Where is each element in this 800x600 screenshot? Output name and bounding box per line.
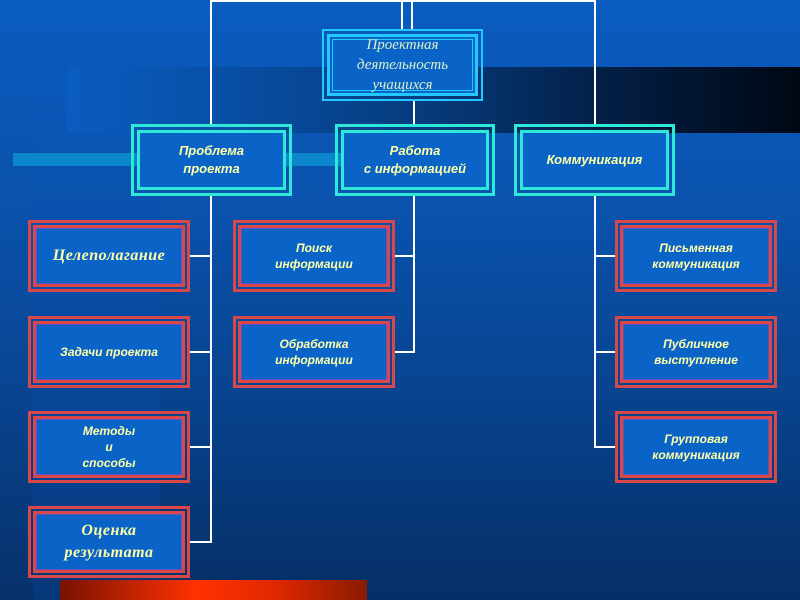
connector-b1-c4: [188, 541, 212, 543]
leaf-information-processing[interactable]: Обработка информации: [233, 316, 395, 388]
connector-root-right: [411, 0, 413, 30]
root-node[interactable]: Проектная деятельность учащихся: [322, 29, 483, 101]
branch-node-communication[interactable]: Коммуникация: [514, 124, 675, 196]
background-left-strip: [0, 0, 33, 600]
leaf-written-communication[interactable]: Письменная коммуникация: [615, 220, 777, 292]
leaf-goal-setting[interactable]: Целеполагание: [28, 220, 190, 292]
connector-top-horizontal: [210, 0, 596, 2]
connector-b3-c3: [594, 446, 618, 448]
leaf-label: Целеполагание: [52, 247, 166, 264]
branch-node-information-work[interactable]: Работа с информацией: [335, 124, 495, 196]
connector-branch3-spine: [594, 195, 596, 448]
leaf-label: Публичное выступление: [654, 337, 738, 367]
branch-node-label: Проблема проекта: [178, 143, 245, 176]
connector-b1-c1: [188, 255, 212, 257]
leaf-label: Обработка информации: [275, 337, 353, 367]
connector-b3-c2: [594, 351, 618, 353]
connector-root-left: [401, 0, 403, 30]
connector-b3-c1: [594, 255, 618, 257]
connector-branch2-spine: [413, 195, 415, 353]
connector-b2-c2: [393, 351, 415, 353]
connector-branch2-up: [413, 100, 415, 127]
leaf-public-speaking[interactable]: Публичное выступление: [615, 316, 777, 388]
connector-branch3-down: [594, 0, 596, 127]
connector-b1-c2: [188, 351, 212, 353]
leaf-information-search[interactable]: Поиск информации: [233, 220, 395, 292]
connector-b2-c1: [393, 255, 415, 257]
branch-node-project-problem[interactable]: Проблема проекта: [131, 124, 292, 196]
root-node-label: Проектная деятельность учащихся: [356, 37, 449, 93]
branch-node-label: Работа с информацией: [363, 143, 467, 176]
leaf-label: Письменная коммуникация: [652, 241, 740, 271]
leaf-label: Задачи проекта: [60, 345, 158, 359]
leaf-project-tasks[interactable]: Задачи проекта: [28, 316, 190, 388]
leaf-label: Групповая коммуникация: [652, 432, 740, 462]
leaf-group-communication[interactable]: Групповая коммуникация: [615, 411, 777, 483]
leaf-result-evaluation[interactable]: Оценка результата: [28, 506, 190, 578]
connector-branch1-down: [210, 0, 212, 127]
leaf-label: Поиск информации: [275, 241, 353, 271]
connector-branch1-spine: [210, 195, 212, 543]
connector-b1-c3: [188, 446, 212, 448]
leaf-label: Оценка результата: [64, 522, 154, 561]
branch-node-label: Коммуникация: [546, 152, 643, 167]
leaf-label: Методы и способы: [82, 424, 136, 470]
leaf-methods[interactable]: Методы и способы: [28, 411, 190, 483]
background-red-bar: [60, 580, 367, 600]
